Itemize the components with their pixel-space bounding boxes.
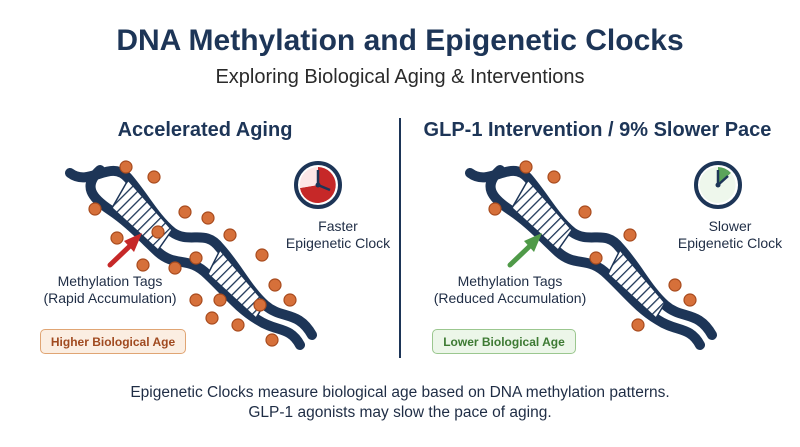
methylation-tags [88, 160, 297, 347]
slow-clock-label-line1: Slower [708, 218, 752, 234]
methylation-tags [488, 160, 697, 332]
page-title: DNA Methylation and Epigenetic Clocks [116, 24, 684, 57]
fast-clock-icon [294, 161, 342, 209]
accelerated-aging-illustration [65, 160, 342, 350]
reduced-tags-label: Methylation Tags (Reduced Accumulation) [420, 273, 600, 307]
footer-line2: GLP-1 agonists may slow the pace of agin… [248, 404, 552, 421]
footer-line1: Epigenetic Clocks measure biological age… [130, 384, 670, 401]
panel-heading-accelerated: Accelerated Aging [117, 119, 293, 141]
footer-caption: Epigenetic Clocks measure biological age… [0, 383, 800, 423]
accumulation-arrow [507, 233, 542, 268]
higher-age-badge: Higher Biological Age [40, 329, 186, 354]
lower-age-badge: Lower Biological Age [432, 329, 576, 354]
fast-clock-label-line2: Epigenetic Clock [285, 235, 391, 251]
slow-clock-label-line2: Epigenetic Clock [677, 235, 783, 251]
slow-clock-label: Slower Epigenetic Clock [670, 218, 790, 252]
accumulation-arrow [107, 233, 142, 268]
reduced-tags-label-line2: (Reduced Accumulation) [433, 290, 587, 306]
fast-clock-label: Faster Epigenetic Clock [268, 218, 408, 252]
dna-helix [465, 165, 717, 350]
slow-clock-icon [694, 161, 742, 209]
reduced-tags-label-line1: Methylation Tags [457, 273, 563, 289]
rapid-tags-label-line2: (Rapid Accumulation) [43, 290, 177, 306]
rapid-tags-label-line1: Methylation Tags [57, 273, 163, 289]
page-subtitle: Exploring Biological Aging & Interventio… [215, 66, 585, 88]
panel-divider [399, 118, 401, 358]
panel-heading-intervention: GLP-1 Intervention / 9% Slower Pace [423, 119, 772, 141]
fast-clock-label-line1: Faster [318, 218, 358, 234]
rapid-tags-label: Methylation Tags (Rapid Accumulation) [20, 273, 200, 307]
intervention-illustration [465, 160, 742, 350]
